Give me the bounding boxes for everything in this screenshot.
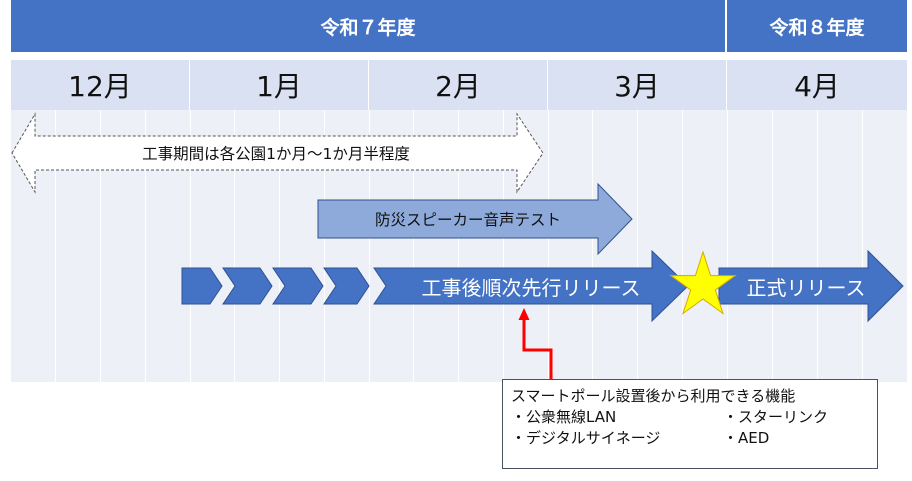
grid-line xyxy=(413,110,414,382)
fiscal-year-r8-label: 令和８年度 xyxy=(769,16,865,39)
grid-line xyxy=(592,110,593,382)
callout-pointer-line xyxy=(522,320,553,379)
grid-line xyxy=(234,110,235,382)
sequential-release-arrow xyxy=(373,249,689,323)
feature-aed: ・AED xyxy=(723,429,770,447)
grid-line xyxy=(682,110,683,382)
grid-line xyxy=(727,110,728,382)
month-label-feb: 2月 xyxy=(435,70,481,103)
official-release-arrow xyxy=(718,249,904,323)
speaker-test-label: 防災スピーカー音声テスト xyxy=(374,211,561,229)
milestone-star-icon xyxy=(669,250,737,315)
grid-line xyxy=(324,110,325,382)
month-label-jan: 1月 xyxy=(256,70,302,103)
grid-line xyxy=(862,110,863,382)
month-cell-feb: 2月 xyxy=(369,60,547,110)
grid-line xyxy=(458,110,459,382)
feature-starlink: ・スターリンク xyxy=(723,408,829,426)
callout-title: スマートポール設置後から利用できる機能 xyxy=(511,387,796,405)
official-release-label: 正式リリース xyxy=(746,275,866,300)
month-cell-jan: 1月 xyxy=(190,60,368,110)
chevron-4 xyxy=(323,267,370,305)
feature-digital-signage: ・デジタルサイネージ xyxy=(511,429,661,447)
feature-public-wifi: ・公衆無線LAN xyxy=(511,408,617,426)
month-label-apr: 4月 xyxy=(794,70,840,103)
grid-line xyxy=(145,110,146,382)
grid-line xyxy=(548,110,549,382)
chevron-3 xyxy=(272,267,324,305)
fiscal-year-r8-header: 令和８年度 xyxy=(727,0,907,52)
month-cell-mar: 3月 xyxy=(548,60,726,110)
month-cell-apr: 4月 xyxy=(727,60,907,110)
sequential-release-label: 工事後順次先行リリース xyxy=(421,275,641,300)
grid-line xyxy=(100,110,101,382)
fiscal-year-r7-label: 令和７年度 xyxy=(320,16,416,39)
grid-line xyxy=(817,110,818,382)
grid-line xyxy=(279,110,280,382)
construction-period-label: 工事期間は各公園1か月～1か月半程度 xyxy=(142,145,410,163)
grid-line xyxy=(190,110,191,382)
month-cell-dec: 12月 xyxy=(11,60,189,110)
fiscal-year-r7-header: 令和７年度 xyxy=(11,0,725,52)
callout-pointer-arrowhead xyxy=(518,308,530,320)
grid-line xyxy=(369,110,370,382)
grid-line xyxy=(55,110,56,382)
grid-line xyxy=(503,110,504,382)
speaker-test-arrow xyxy=(317,182,633,256)
construction-period-double-arrow xyxy=(11,112,544,194)
features-callout: スマートポール設置後から利用できる機能 ・公衆無線LAN ・スターリンク ・デジ… xyxy=(502,379,878,469)
chevron-1 xyxy=(181,267,223,305)
month-label-mar: 3月 xyxy=(614,70,660,103)
grid-line xyxy=(637,110,638,382)
chevron-2 xyxy=(222,267,273,305)
grid-line xyxy=(772,110,773,382)
month-label-dec: 12月 xyxy=(68,70,132,103)
